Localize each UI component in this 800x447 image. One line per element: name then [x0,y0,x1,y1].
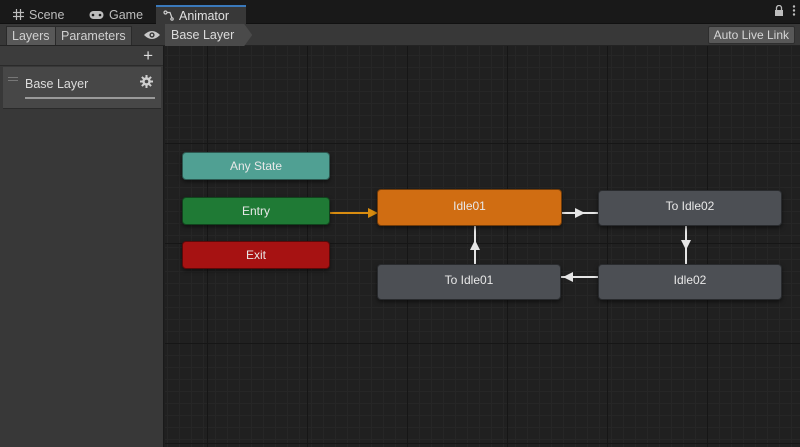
state-to-idle01[interactable]: To Idle01 [377,264,561,300]
state-any-state[interactable]: Any State [182,152,330,180]
tab-layers[interactable]: Layers [6,26,56,45]
tab-label: Scene [29,7,65,22]
state-to-idle02[interactable]: To Idle02 [598,190,782,226]
layers-panel: + Base Layer [0,46,164,447]
layer-weight-bar [25,97,155,99]
layers-header: + [0,46,163,66]
tab-scene[interactable]: Scene [6,5,70,24]
add-layer-button[interactable]: + [143,46,153,65]
tab-label: Animator [179,8,230,23]
tab-label: Game [109,7,144,22]
tab-parameters[interactable]: Parameters [55,26,132,45]
state-idle01[interactable]: Idle01 [377,189,562,226]
tab-menu [774,4,796,19]
arrow-icon [470,240,480,250]
arrow-icon [563,272,573,282]
tab-animator[interactable]: Animator [156,5,246,24]
breadcrumb[interactable]: Base Layer [165,24,252,46]
state-idle02[interactable]: Idle02 [598,264,782,300]
gear-icon[interactable] [140,75,153,88]
auto-live-link-button[interactable]: Auto Live Link [707,26,795,44]
tab-game[interactable]: Game [82,5,149,24]
animator-icon [162,10,174,22]
dock-tab-bar: Scene Game Animator [0,0,800,24]
state-machine-graph[interactable]: Any State Entry Exit Idle01 To Idle02 Id… [165,46,800,447]
state-exit[interactable]: Exit [182,241,330,269]
breadcrumb-base-layer: Base Layer [171,28,235,42]
kebab-menu-icon[interactable] [792,5,796,19]
layer-item-base-layer[interactable]: Base Layer [3,67,161,109]
grid-icon [12,9,24,21]
lock-icon[interactable] [774,4,784,19]
transition-links [330,208,691,282]
arrow-icon [368,208,378,218]
eye-icon[interactable] [143,28,161,42]
animator-toolbar: Layers Parameters Base Layer Auto Live L… [0,24,800,46]
layer-name: Base Layer [25,77,89,91]
drag-handle-icon[interactable] [8,77,18,83]
state-entry[interactable]: Entry [182,197,330,225]
arrow-icon [681,240,691,250]
gamepad-icon [88,9,104,21]
arrow-icon [575,208,585,218]
